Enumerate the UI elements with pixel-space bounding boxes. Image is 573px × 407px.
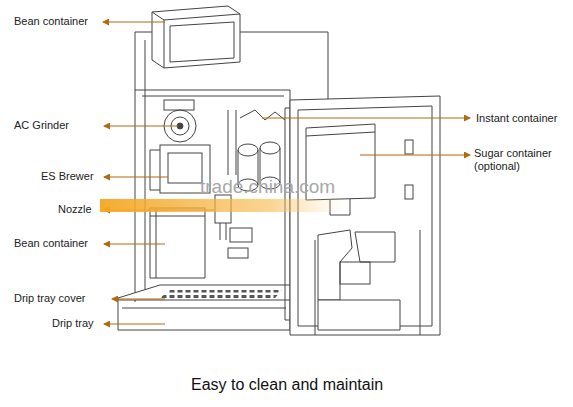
part-label: Sugar container (optional)	[474, 147, 569, 173]
part-label: Nozzle	[58, 203, 92, 216]
caption: Easy to clean and maintain	[191, 376, 383, 394]
part-label: Instant container	[476, 112, 557, 125]
part-label: ES Brewer	[41, 170, 94, 183]
part-label: Drip tray cover	[14, 292, 86, 305]
part-label: AC Grinder	[14, 119, 69, 132]
part-label: Bean container	[14, 15, 88, 28]
part-label: Bean container	[14, 237, 88, 250]
watermark: trade.china.com	[200, 176, 335, 198]
part-label: Drip tray	[52, 317, 94, 330]
